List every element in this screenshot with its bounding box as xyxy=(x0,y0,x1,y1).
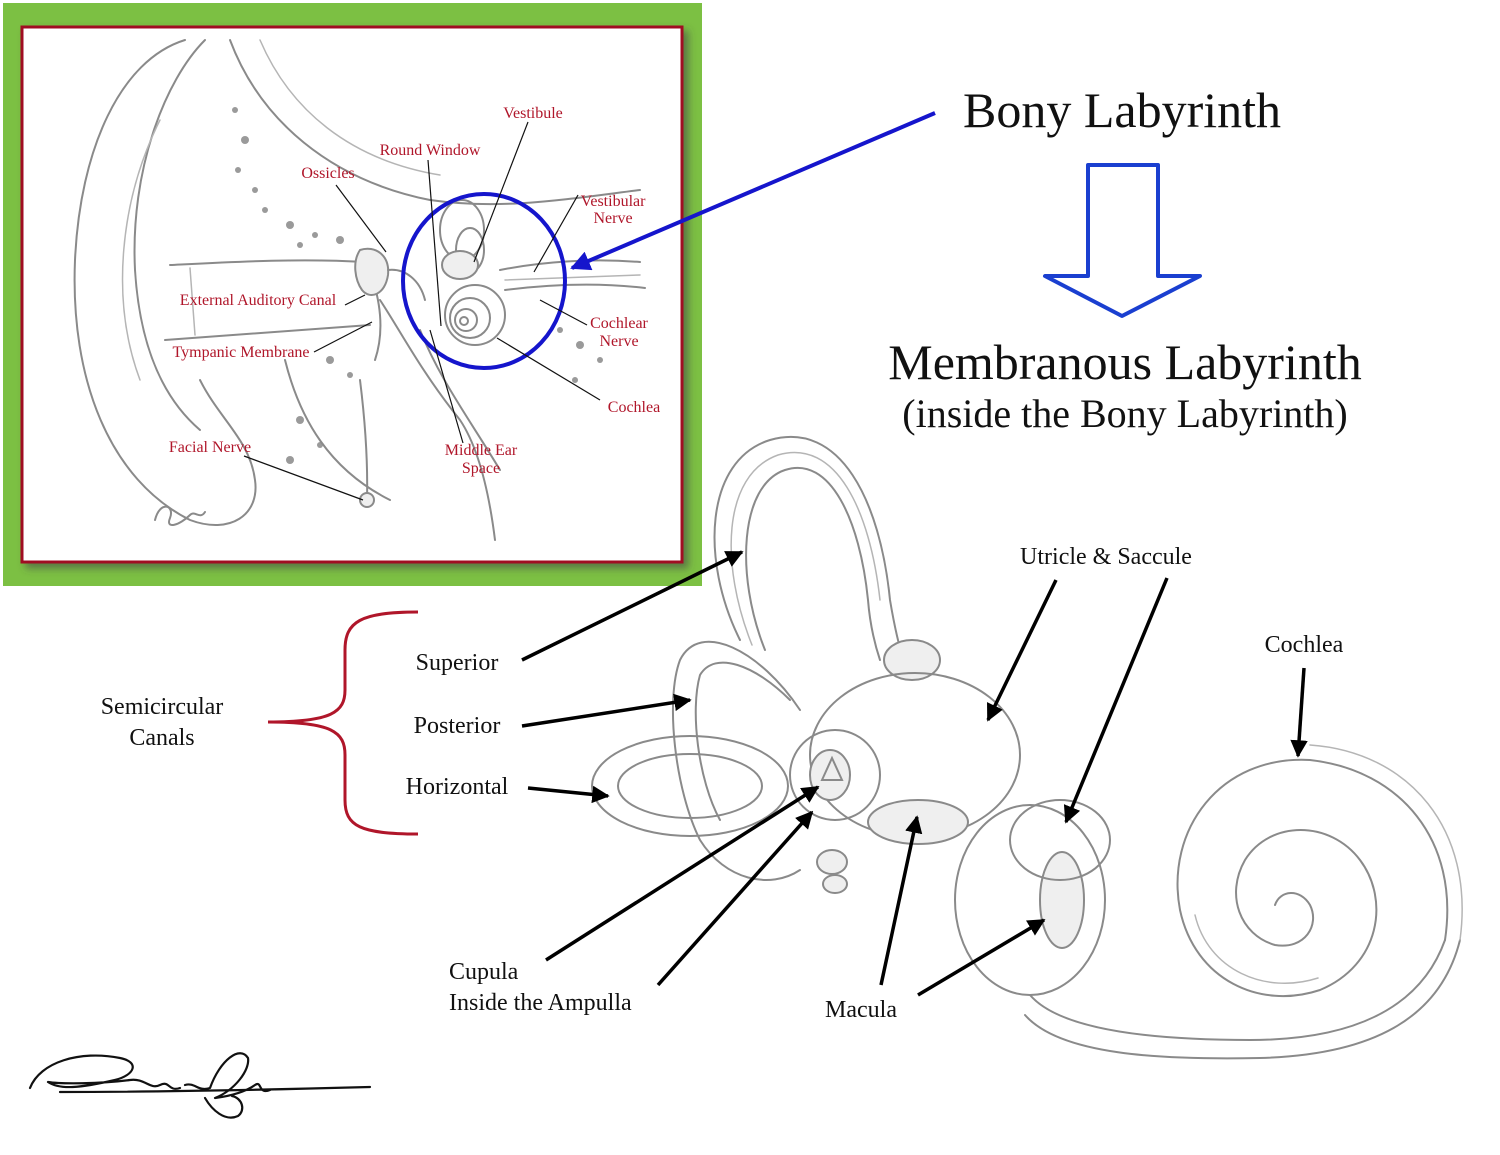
inset-leader-lines xyxy=(243,121,601,501)
ear-anatomy-inset: Vestibule Round Window Ossicles Vestibul… xyxy=(3,3,702,586)
bony-labyrinth-highlight xyxy=(401,192,567,370)
cochlea-spiral xyxy=(1176,744,1463,998)
arrow-utricle xyxy=(986,579,1058,722)
label-horizontal: Horizontal xyxy=(406,774,509,800)
arrow-horizontal xyxy=(527,785,610,804)
label-cochlear-nerve-line1: Cochlear xyxy=(590,315,648,332)
artist-signature xyxy=(28,1052,372,1119)
label-vestibule: Vestibule xyxy=(503,105,563,122)
curly-brace-icon xyxy=(267,610,419,836)
arrow-cupula-1 xyxy=(545,785,820,962)
arrow-macula-utricle xyxy=(879,815,923,986)
label-cochlear-nerve-line2: Nerve xyxy=(599,333,638,350)
label-external-auditory-canal: External Auditory Canal xyxy=(180,292,337,309)
arrow-macula-saccule xyxy=(917,918,1046,997)
title-bony-labyrinth: Bony Labyrinth xyxy=(963,82,1281,138)
label-semicircular-line1: Semicircular xyxy=(101,694,224,720)
title-membranous-labyrinth: Membranous Labyrinth xyxy=(888,334,1362,390)
label-inset-cochlea: Cochlea xyxy=(608,399,660,416)
superior-canal-outer xyxy=(713,435,906,666)
arrow-superior xyxy=(521,550,744,662)
label-macula: Macula xyxy=(825,997,897,1023)
label-cupula-line2: Inside the Ampulla xyxy=(449,990,632,1016)
label-tympanic-membrane: Tympanic Membrane xyxy=(172,344,309,361)
subtitle-inside-bony: (inside the Bony Labyrinth) xyxy=(902,391,1347,436)
bony-labyrinth-pointer xyxy=(570,111,936,271)
inset-white-panel xyxy=(20,25,684,564)
membranous-labyrinth-sketch xyxy=(591,435,1463,1060)
label-posterior: Posterior xyxy=(414,713,501,739)
label-superior: Superior xyxy=(416,650,499,676)
arrow-saccule xyxy=(1063,577,1169,824)
arrow-posterior xyxy=(521,693,692,728)
label-middle-ear-space-line1: Middle Ear xyxy=(445,442,518,459)
label-facial-nerve: Facial Nerve xyxy=(169,439,251,456)
arrow-cupula-2 xyxy=(656,810,814,987)
arrow-cochlea xyxy=(1290,667,1308,758)
label-semicircular-line2: Canals xyxy=(129,725,194,751)
inset-cochlea-spiral xyxy=(444,284,506,346)
ear-cross-section-sketch xyxy=(73,39,646,541)
label-middle-ear-space-line2: Space xyxy=(462,460,500,477)
bone-texture xyxy=(232,107,603,464)
main-pointer-arrows xyxy=(521,550,1308,997)
horizontal-canal xyxy=(591,735,789,837)
label-round-window: Round Window xyxy=(380,142,481,159)
label-cochlea: Cochlea xyxy=(1265,632,1344,658)
label-ossicles: Ossicles xyxy=(301,165,354,182)
label-cupula-line1: Cupula xyxy=(449,959,519,985)
label-vestibular-nerve-line2: Nerve xyxy=(593,210,632,227)
label-vestibular-nerve-line1: Vestibular xyxy=(581,193,647,210)
label-utricle-saccule: Utricle & Saccule xyxy=(1020,544,1192,570)
down-arrow-icon xyxy=(1043,163,1202,318)
